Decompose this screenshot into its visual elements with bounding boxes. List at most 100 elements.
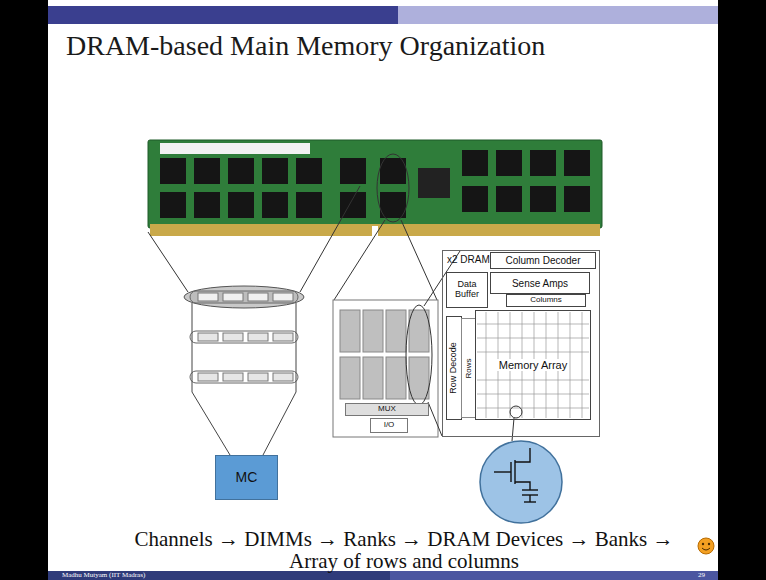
memory-controller: MC	[215, 455, 278, 500]
dram-chip	[228, 192, 254, 218]
bank-block	[363, 310, 383, 352]
rank-chip	[248, 373, 268, 381]
rank-chip	[198, 373, 218, 381]
wordline	[477, 352, 589, 353]
box-label: Column Decoder	[505, 255, 580, 266]
zoom-line	[300, 186, 360, 292]
rank-highlight	[184, 286, 304, 308]
dram-chip	[380, 192, 406, 218]
dram-chip	[340, 158, 366, 184]
wordline	[477, 324, 589, 325]
ground-lead	[529, 495, 530, 502]
source-lead	[515, 482, 530, 490]
dram-chip	[530, 150, 556, 176]
dram-chip	[262, 158, 288, 184]
rank-strip	[190, 291, 298, 303]
header-bar-light	[398, 6, 718, 24]
row-decoder: Row Decode	[446, 316, 462, 420]
device-heading: x2 DRAM	[447, 254, 490, 265]
rank-chip	[273, 333, 293, 341]
hierarchy-caption: Channels → DIMMs → Ranks → DRAM Devices …	[118, 528, 690, 572]
dram-chip	[160, 158, 186, 184]
data-buffer: Data Buffer	[446, 272, 488, 308]
bitline	[486, 312, 487, 418]
zoom-line	[148, 232, 188, 292]
cell-magnifier	[480, 441, 562, 523]
bank-block	[409, 310, 429, 352]
bank-block	[409, 357, 429, 399]
dram-chip	[228, 158, 254, 184]
box-label: MUX	[378, 405, 396, 414]
column-decoder: Column Decoder	[490, 252, 596, 269]
rank-chip	[248, 293, 268, 301]
drain-lead	[515, 448, 530, 462]
rank-chip	[223, 373, 243, 381]
rank-chip	[273, 373, 293, 381]
dram-chip	[462, 186, 488, 212]
box-label: Columns	[530, 296, 562, 305]
channel-funnel	[192, 392, 230, 455]
page-number: 29	[698, 571, 705, 579]
mux-bar: MUX	[345, 403, 429, 416]
dimm-contacts	[150, 224, 600, 236]
footer-author: Madhu Mutyam (IIT Madras)	[62, 571, 145, 579]
dram-chip	[496, 150, 522, 176]
columns-strip: Columns	[506, 294, 586, 307]
channel-rail	[192, 303, 193, 392]
rank-strip	[190, 371, 298, 383]
dimm-notch	[372, 226, 378, 236]
io-box: I/O	[370, 418, 408, 433]
zoom-line	[334, 220, 385, 300]
bitline	[582, 312, 583, 418]
zoom-line	[428, 402, 442, 436]
zoom-ellipse	[406, 305, 432, 405]
dram-chip	[496, 186, 522, 212]
bank-block	[386, 310, 406, 352]
device-outline	[333, 300, 438, 437]
rank-strip	[190, 331, 298, 343]
dram-chip	[160, 192, 186, 218]
wordline	[477, 408, 589, 409]
bitline	[570, 312, 571, 418]
transistor-symbol	[494, 448, 538, 502]
dimm-board	[148, 140, 602, 228]
bank-block	[386, 357, 406, 399]
gate-lead	[494, 471, 511, 472]
zoom-line	[401, 220, 437, 300]
box-label: Data Buffer	[447, 280, 487, 300]
wordline	[477, 394, 589, 395]
box-label: Sense Amps	[512, 278, 568, 289]
cell-marker	[510, 406, 522, 418]
dram-chip	[564, 186, 590, 212]
bank-block	[340, 310, 360, 352]
rank-chip	[273, 293, 293, 301]
rows-strip: Rows	[461, 318, 476, 418]
dram-device-box: x2 DRAM Column DecoderData Buffer Sense Am…	[442, 250, 600, 437]
wordline	[477, 380, 589, 381]
zoom-ellipse	[377, 154, 409, 222]
dram-chip	[262, 192, 288, 218]
channel-rail	[296, 303, 297, 392]
rank-chip	[198, 333, 218, 341]
zoom-line	[512, 418, 514, 441]
rank-chip	[223, 333, 243, 341]
box-label: Rows	[464, 358, 473, 378]
capacitor-plate	[522, 489, 538, 490]
slide-title: DRAM-based Main Memory Organization	[66, 30, 545, 62]
footer-bar-light	[390, 571, 718, 580]
array-grid	[477, 312, 589, 418]
dram-chip	[296, 192, 322, 218]
memory-array: Memory Array	[475, 310, 591, 420]
ground	[524, 501, 536, 502]
dram-chip	[564, 150, 590, 176]
sense-amps: Sense Amps	[490, 272, 590, 294]
dram-chip	[380, 158, 406, 184]
bank-block	[363, 357, 383, 399]
rank-chip	[198, 293, 218, 301]
box-label: Memory Array	[497, 359, 569, 371]
dram-chip	[462, 150, 488, 176]
dram-chip	[194, 158, 220, 184]
